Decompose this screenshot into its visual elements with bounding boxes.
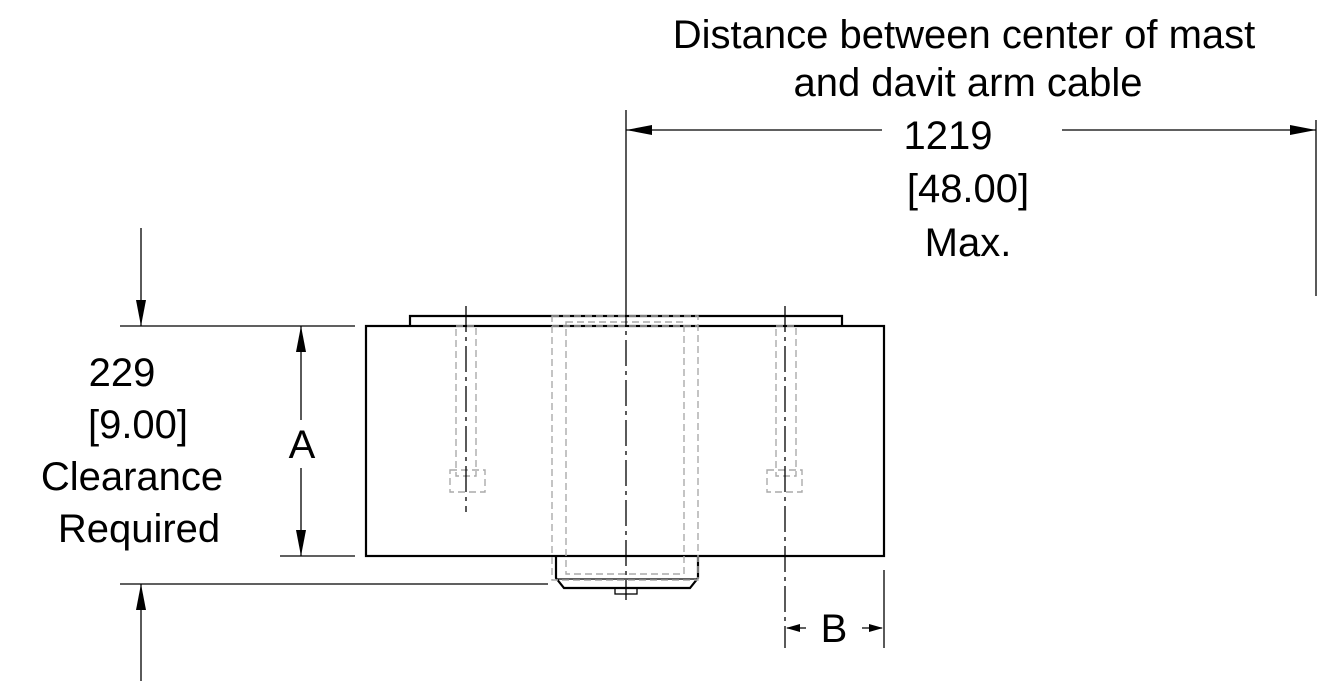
bottom-boss	[554, 556, 700, 590]
clearance-dimension: 229 [9.00] Clearance Required	[41, 228, 548, 681]
clearance-arrow-bottom	[136, 584, 146, 610]
distance-arrow-right	[1290, 125, 1316, 135]
centerlines	[465, 300, 786, 648]
clearance-label-line1: Clearance	[41, 455, 223, 499]
height-dimension-a: A	[280, 326, 355, 557]
distance-qualifier: Max.	[925, 221, 1012, 265]
offset-b-arrow-left	[786, 624, 800, 632]
central-bore-inner	[565, 321, 685, 575]
offset-b-label: B	[821, 607, 848, 651]
clearance-value-in: [9.00]	[88, 403, 188, 447]
distance-value-mm: 1219	[904, 114, 993, 158]
clearance-label-line2: Required	[58, 507, 220, 551]
height-a-arrow-bottom	[296, 530, 306, 556]
central-bore-outer	[551, 315, 699, 581]
distance-title-line2: and davit arm cable	[793, 61, 1142, 105]
clearance-value-mm: 229	[89, 351, 156, 395]
distance-arrow-left	[626, 125, 652, 135]
clearance-arrow-top	[136, 300, 146, 326]
left-bolt-head	[449, 469, 486, 493]
left-bolt-hidden	[449, 325, 486, 493]
distance-dimension: Distance between center of mast and davi…	[625, 13, 1317, 300]
height-a-arrow-top	[296, 326, 306, 352]
right-bolt-shank	[775, 325, 797, 477]
distance-title-line1: Distance between center of mast	[673, 13, 1256, 57]
offset-b-arrow-right	[869, 624, 883, 632]
base-plate-part	[364, 314, 886, 595]
height-a-label: A	[289, 423, 316, 467]
offset-dimension-b: B	[786, 570, 885, 651]
main-body	[364, 324, 886, 558]
distance-value-in: [48.00]	[907, 167, 1029, 211]
